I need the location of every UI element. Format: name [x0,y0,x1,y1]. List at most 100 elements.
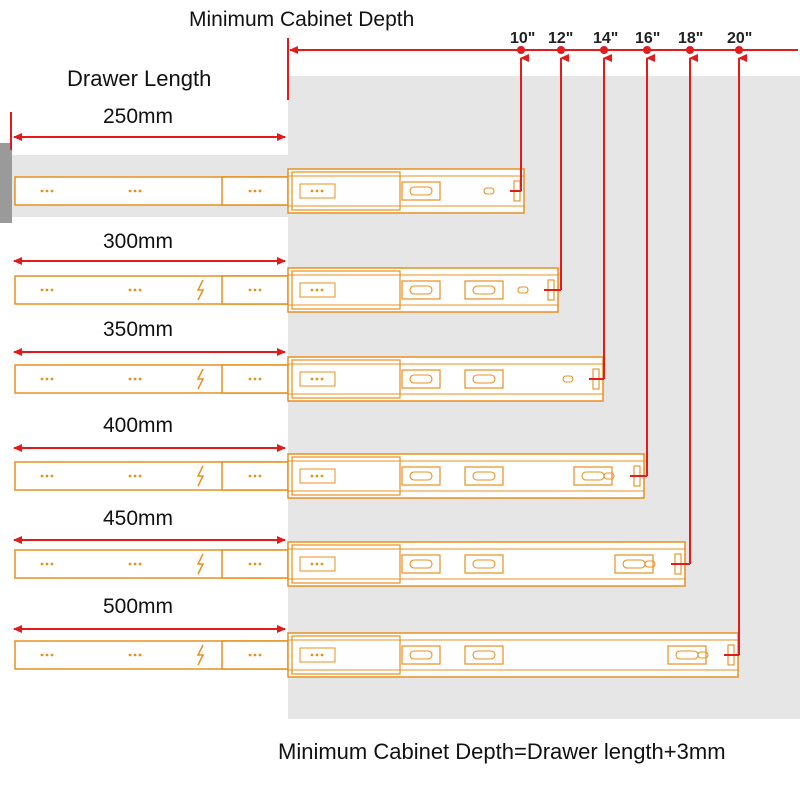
hole-dot [258,562,262,566]
hole-dot [133,562,137,566]
hole-dot [253,653,257,657]
hole-dot [40,653,44,657]
bearing-dot [315,474,319,478]
hole-dot [45,474,49,478]
hole-dot [253,377,257,381]
mounting-slot [401,280,441,300]
mounting-slot [464,369,504,389]
length-label-250: 250mm [103,105,174,128]
break-mark [196,644,205,666]
bearing-dot [320,562,324,566]
hole-dot [133,377,137,381]
hole-dot [40,377,44,381]
hole-dot [50,377,54,381]
hole-dot [138,653,142,657]
break-mark [196,553,205,575]
length-label-500: 500mm [103,595,174,618]
end-hole [562,375,574,383]
hole-dot [50,474,54,478]
hole-dot [133,189,137,193]
hole-dot [128,377,132,381]
bearing-dot [310,377,314,381]
hole-dot [45,189,49,193]
hole-dot [45,288,49,292]
hole-dot [50,653,54,657]
mounting-slot [401,645,441,665]
end-hole [603,472,615,480]
hole-dot [128,653,132,657]
depth-dot [517,46,525,54]
bearing-dot [320,653,324,657]
hole-dot [258,474,262,478]
cabinet-left-edge [0,143,12,223]
ball-cage [291,544,401,584]
ball-cage [291,635,401,675]
hole-dot [258,189,262,193]
mounting-slot [464,554,504,574]
bearing-dot [320,377,324,381]
hole-dot [138,377,142,381]
bearing-dot [315,377,319,381]
depth-dot [643,46,651,54]
bearing-dot [315,288,319,292]
hole-dot [253,288,257,292]
inch-label-10: 10" [510,30,536,47]
mounting-slot-inner [472,559,496,569]
formula-caption: Minimum Cabinet Depth=Drawer length+3mm [278,739,726,764]
hole-dot [50,189,54,193]
slide-row-2 [13,46,612,402]
bearing-dot [310,562,314,566]
hole-dot [40,562,44,566]
hole-dot [258,377,262,381]
depth-dot [557,46,565,54]
mounting-slot [573,466,613,486]
inch-label-16: 16" [635,30,661,47]
hole-dot [45,377,49,381]
mounting-slot [464,466,504,486]
bearing-dot [320,288,324,292]
ball-cage [291,270,401,310]
hole-dot [50,562,54,566]
inch-label-12: 12" [548,30,574,47]
ball-bearing-block [299,468,336,484]
mounting-slot-inner [409,186,433,196]
mounting-slot [401,554,441,574]
mounting-slot-inner [409,285,433,295]
hole-dot [138,189,142,193]
mounting-slot [464,645,504,665]
break-mark [196,465,205,487]
end-hole [483,187,495,195]
mounting-slot [667,645,707,665]
hole-dot [40,189,44,193]
ball-bearing-block [299,647,336,663]
hole-dot [128,562,132,566]
mounting-slot-inner [409,471,433,481]
slide-row-0 [13,46,529,214]
mounting-slot-inner [409,559,433,569]
break-mark [196,279,205,301]
length-label-300: 300mm [103,230,174,253]
slide-row-1 [13,46,569,313]
hole-dot [138,562,142,566]
ball-cage [291,359,401,399]
hole-dot [258,653,262,657]
mounting-slot-inner [409,374,433,384]
slide-row-4 [13,46,698,587]
depth-dot [686,46,694,54]
mounting-slot [401,369,441,389]
bearing-dot [310,288,314,292]
bearing-dot [315,653,319,657]
ball-bearing-block [299,183,336,199]
hole-dot [40,288,44,292]
mounting-slot [614,554,654,574]
hole-dot [45,562,49,566]
mounting-slot [401,181,441,201]
bearing-dot [310,189,314,193]
end-hole [517,286,529,294]
hole-dot [248,474,252,478]
ball-bearing-block [299,371,336,387]
mounting-slot-inner [472,471,496,481]
mounting-slot-inner [472,285,496,295]
